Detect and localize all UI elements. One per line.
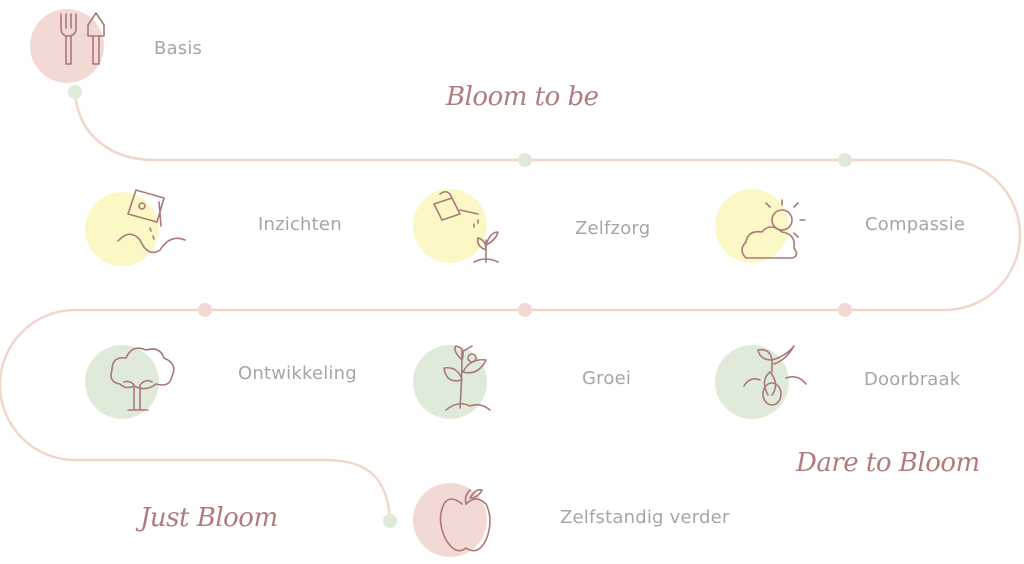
step-label-doorbraak: Doorbraak bbox=[864, 369, 961, 390]
apple-icon bbox=[439, 488, 491, 552]
step-circle-basis bbox=[30, 9, 104, 83]
path-dot bbox=[68, 85, 82, 99]
step-label-basis: Basis bbox=[154, 38, 203, 59]
step-label-groei: Groei bbox=[582, 368, 632, 389]
tree-icon bbox=[110, 347, 175, 411]
watering-can-icon bbox=[433, 190, 499, 263]
path-dot bbox=[838, 153, 852, 167]
step-label-compassie: Compassie bbox=[865, 214, 966, 235]
step-circle-zelfzorg bbox=[413, 189, 487, 263]
path-dot bbox=[383, 514, 397, 528]
garden-tools-icon bbox=[60, 12, 105, 65]
journey-path bbox=[0, 91, 1022, 522]
sun-cloud-icon bbox=[741, 199, 806, 259]
step-label-inzichten: Inzichten bbox=[258, 214, 342, 235]
path-dot bbox=[518, 303, 532, 317]
step-label-zelfzorg: Zelfzorg bbox=[575, 218, 651, 239]
step-circle-inzichten bbox=[85, 192, 159, 266]
step-circle-doorbraak bbox=[715, 345, 789, 419]
path-dot bbox=[838, 303, 852, 317]
seed-packet-icon bbox=[117, 189, 186, 254]
phase-title-just-bloom: Just Bloom bbox=[140, 503, 278, 533]
plant-icon bbox=[443, 345, 491, 411]
path-dot bbox=[518, 153, 532, 167]
phase-title-dare-to-bloom: Dare to Bloom bbox=[796, 448, 980, 478]
phase-title-bloom-to-be: Bloom to be bbox=[446, 82, 599, 112]
step-circle-ontwikkeling bbox=[85, 345, 159, 419]
step-label-ontwikkeling: Ontwikkeling bbox=[238, 363, 357, 384]
step-circle-compassie bbox=[715, 189, 789, 263]
step-label-zelfstandig-verder: Zelfstandig verder bbox=[560, 507, 730, 528]
step-circle-groei bbox=[413, 345, 487, 419]
sprout-icon bbox=[743, 345, 807, 406]
path-dot bbox=[198, 303, 212, 317]
